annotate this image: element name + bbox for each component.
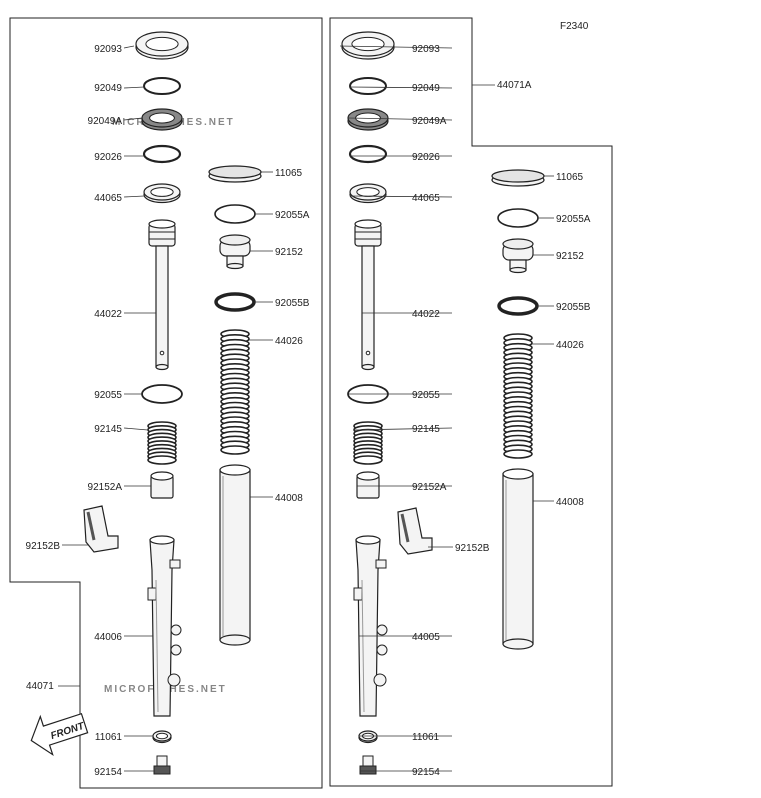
leader-line [123,195,145,198]
part-label-11061: 11061 [412,732,440,743]
part-label-44022: 44022 [412,309,440,320]
part-92049A [347,108,389,131]
part-92055B [214,292,256,312]
part-92152B [397,507,433,555]
part-label-44026: 44026 [275,336,303,347]
part-92093 [135,31,189,60]
leader-line [349,195,453,198]
part-44022 [354,219,382,371]
part-44008 [502,468,534,650]
part-92145 [147,421,177,465]
part-label-92049: 92049 [94,83,122,94]
part-label-92154: 92154 [94,767,122,778]
leader-line [349,86,453,89]
leader-line [123,427,149,431]
part-11065 [208,165,262,183]
part-92055A [214,204,256,224]
part-92154 [359,755,377,775]
part-label-92055B: 92055B [556,302,591,313]
leader-line [339,45,453,49]
part-92055A [497,208,539,228]
part-label-92152A: 92152A [412,482,447,493]
leader-line [353,427,453,431]
part-label-44065: 44065 [412,193,440,204]
part-92145 [353,421,383,465]
part-label-92152: 92152 [556,251,584,262]
part-92152 [502,238,534,274]
figure-code: F2340 [560,21,589,32]
part-label-92093: 92093 [412,44,440,55]
part-92055 [141,384,183,404]
part-92049A [141,108,183,131]
part-label-92145: 92145 [94,424,122,435]
part-label-92145: 92145 [412,424,440,435]
group-label-left: 44071 [26,681,54,692]
part-44065 [349,183,387,204]
part-11065 [491,169,545,187]
part-label-92152B: 92152B [455,543,490,554]
part-label-92049A: 92049A [88,116,123,127]
part-label-44022: 44022 [94,309,122,320]
part-label-11065: 11065 [275,168,303,179]
part-label-92055B: 92055B [275,298,310,309]
right-group-outline [329,17,613,787]
left-group-outline [9,17,323,789]
part-92152A [150,471,174,499]
part-label-92055: 92055 [412,390,440,401]
part-label-92055A: 92055A [275,210,310,221]
part-label-92026: 92026 [412,152,440,163]
part-label-92152A: 92152A [88,482,123,493]
part-label-92049: 92049 [412,83,440,94]
part-lower-leg [353,535,388,717]
part-label-44005: 44005 [412,632,440,643]
part-11061 [152,730,172,744]
right-assembly: 92093 92049 92049A 92026 44065 44022 92055 9214… [339,31,591,778]
part-label-92154: 92154 [412,767,440,778]
part-label-92093: 92093 [94,44,122,55]
part-92093 [341,31,395,60]
part-label-44008: 44008 [275,493,303,504]
part-label-92055A: 92055A [556,214,591,225]
left-assembly: 92093 92049 92049A 92026 44065 44022 92055 9214… [26,31,310,778]
part-92154 [153,755,171,775]
part-label-92055: 92055 [94,390,122,401]
part-11061 [358,730,378,744]
part-label-11061: 11061 [95,732,123,743]
part-92152 [219,234,251,270]
leader-line [123,86,145,89]
part-92152B [83,505,119,553]
front-arrow-icon: FRONT [30,712,89,757]
part-label-44065: 44065 [94,193,122,204]
part-label-92152B: 92152B [26,541,61,552]
part-label-92049A: 92049A [412,116,447,127]
part-label-92026: 92026 [94,152,122,163]
part-92152A [356,471,380,499]
leader-line [123,45,135,49]
part-92026 [142,144,182,164]
leader-line [347,117,453,121]
part-92049 [349,77,387,95]
part-92049 [143,77,181,95]
part-44026 [220,329,250,455]
part-label-92152: 92152 [275,247,303,258]
part-44026 [503,333,533,459]
part-44008 [219,464,251,646]
part-44065 [143,183,181,204]
group-label-right: 44071A [497,80,532,91]
leader-line [123,117,143,121]
part-label-11065: 11065 [556,172,584,183]
part-92026 [348,144,388,164]
part-label-44026: 44026 [556,340,584,351]
part-44022 [148,219,176,371]
part-label-44008: 44008 [556,497,584,508]
part-label-44006: 44006 [94,632,122,643]
part-lower-leg [147,535,182,717]
part-92055B [497,296,539,316]
